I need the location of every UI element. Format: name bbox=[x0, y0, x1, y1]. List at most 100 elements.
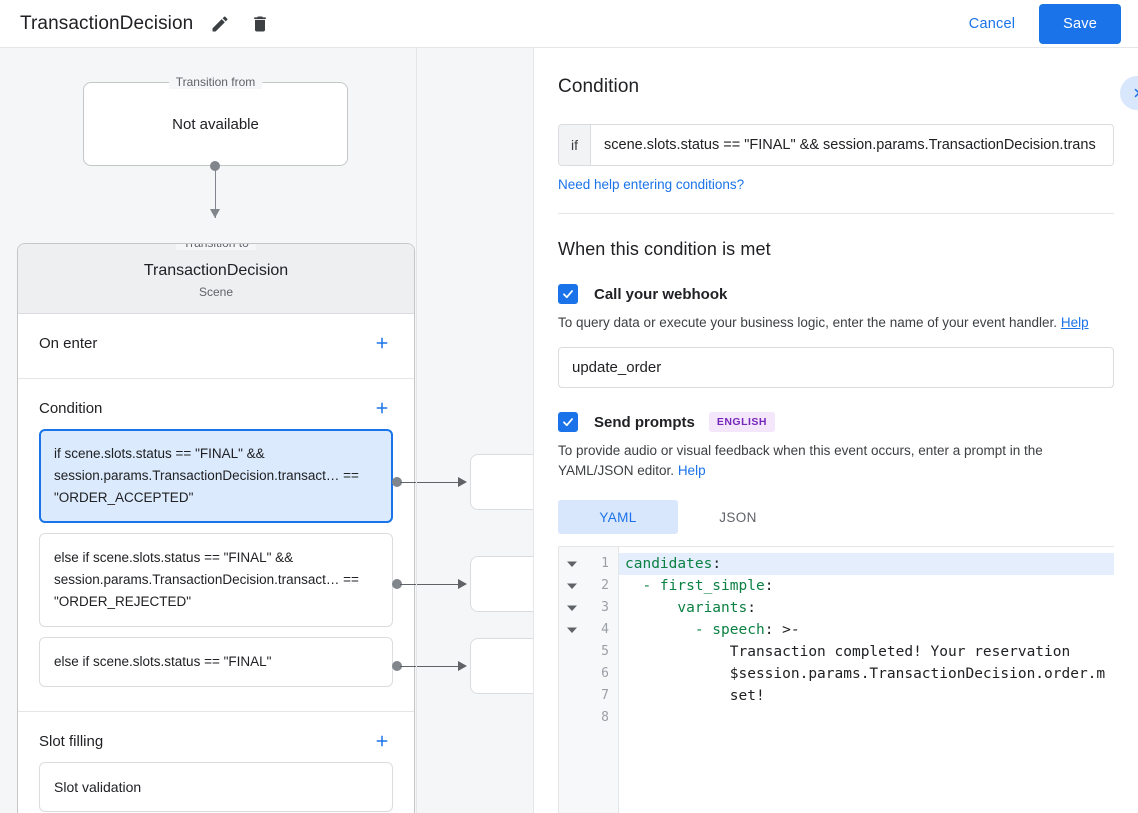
call-webhook-description: To query data or execute your business l… bbox=[558, 313, 1114, 333]
transition-from-box[interactable]: Transition from Not available bbox=[83, 75, 348, 166]
condition-help-link[interactable]: Need help entering conditions? bbox=[558, 177, 745, 192]
code-fold-column[interactable] bbox=[559, 547, 585, 813]
condition-input-row[interactable]: if bbox=[558, 124, 1114, 166]
slot-validation-item[interactable]: Slot validation bbox=[39, 762, 393, 812]
cancel-button[interactable]: Cancel bbox=[957, 8, 1027, 40]
pencil-icon[interactable] bbox=[207, 11, 233, 37]
code-token-key: - first_simple bbox=[625, 578, 765, 594]
code-line-number: 8 bbox=[601, 710, 609, 725]
send-prompts-label: Send prompts bbox=[594, 413, 695, 431]
code-token-text: Transaction completed! Your reservation bbox=[625, 644, 1071, 660]
code-fold-spacer bbox=[559, 707, 585, 729]
code-line[interactable]: - first_simple: bbox=[619, 575, 1114, 597]
code-token-key: variants bbox=[625, 600, 748, 616]
tab-yaml[interactable]: YAML bbox=[558, 500, 678, 534]
tab-json[interactable]: JSON bbox=[719, 509, 757, 525]
code-line-number: 3 bbox=[601, 600, 609, 615]
section-on-enter: On enter bbox=[18, 314, 414, 379]
when-condition-met-heading: When this condition is met bbox=[558, 239, 771, 259]
code-line[interactable] bbox=[619, 707, 1114, 729]
add-condition-button[interactable] bbox=[371, 397, 393, 419]
section-title-condition: Condition bbox=[39, 399, 103, 417]
code-line-number: 5 bbox=[601, 644, 609, 659]
transition-to-legend: Transition to bbox=[176, 244, 256, 250]
transition-from-legend: Transition from bbox=[168, 75, 263, 89]
canvas-column-divider bbox=[416, 48, 417, 813]
send-prompts-description-text: To provide audio or visual feedback when… bbox=[558, 443, 1043, 478]
scene-type: Scene bbox=[198, 285, 234, 299]
section-header: On enter bbox=[18, 314, 414, 364]
call-webhook-checkbox[interactable] bbox=[558, 284, 578, 304]
condition-item[interactable]: else if scene.slots.status == "FINAL" &&… bbox=[39, 533, 393, 627]
transition-from-value: Not available bbox=[172, 115, 259, 133]
condition-expression-input[interactable] bbox=[591, 125, 1113, 165]
call-webhook-description-text: To query data or execute your business l… bbox=[558, 315, 1058, 330]
condition-connector-dot bbox=[392, 661, 402, 671]
code-token-text: set! bbox=[625, 688, 765, 704]
code-token-text: $session.params.TransactionDecision.orde… bbox=[625, 666, 1106, 682]
condition-item[interactable]: if scene.slots.status == "FINAL" && sess… bbox=[39, 429, 393, 523]
target-node-box[interactable] bbox=[470, 638, 533, 694]
condition-connector-line bbox=[400, 583, 460, 585]
call-webhook-row[interactable]: Call your webhook bbox=[558, 284, 1114, 304]
chevron-right-icon[interactable] bbox=[1120, 76, 1138, 110]
save-button[interactable]: Save bbox=[1039, 3, 1121, 44]
condition-detail-panel: Condition if Need help entering conditio… bbox=[533, 48, 1138, 813]
code-line-number: 1 bbox=[601, 556, 609, 571]
prompts-help-link[interactable]: Help bbox=[677, 463, 706, 478]
section-header: Condition bbox=[18, 379, 414, 429]
webhook-help-link[interactable]: Help bbox=[1060, 315, 1089, 330]
send-prompts-description: To provide audio or visual feedback when… bbox=[558, 441, 1114, 481]
code-token-key: - speech bbox=[625, 622, 765, 638]
scene-name: TransactionDecision bbox=[143, 262, 289, 279]
code-fold-spacer bbox=[559, 641, 585, 663]
send-prompts-checkbox[interactable] bbox=[558, 412, 578, 432]
panel-heading: Condition bbox=[558, 76, 640, 97]
condition-connector-arrowhead bbox=[458, 661, 467, 671]
section-title-on-enter: On enter bbox=[39, 334, 98, 352]
condition-connector-line bbox=[400, 665, 460, 667]
condition-connector-dot bbox=[392, 477, 402, 487]
code-token-text: : bbox=[712, 556, 722, 572]
target-node-box[interactable] bbox=[470, 556, 533, 612]
code-fold-spacer bbox=[559, 663, 585, 685]
add-on-enter-button[interactable] bbox=[371, 332, 393, 354]
target-node-box[interactable] bbox=[470, 454, 533, 510]
section-header: Slot filling bbox=[18, 712, 414, 762]
code-line[interactable]: - speech: >- bbox=[619, 619, 1114, 641]
if-prefix-label: if bbox=[559, 125, 591, 165]
trash-icon[interactable] bbox=[247, 11, 273, 37]
code-fold-toggle[interactable] bbox=[559, 575, 585, 597]
code-fold-toggle[interactable] bbox=[559, 553, 585, 575]
transition-to-card[interactable]: Transition to TransactionDecision Scene … bbox=[17, 243, 415, 813]
code-line[interactable]: $session.params.TransactionDecision.orde… bbox=[619, 663, 1114, 685]
connector-line bbox=[214, 166, 216, 218]
code-token-text: : >- bbox=[764, 622, 800, 638]
code-content-area[interactable]: candidates: - first_simple: variants: - … bbox=[619, 547, 1114, 813]
code-line-number: 7 bbox=[601, 688, 609, 703]
add-slot-filling-button[interactable] bbox=[371, 730, 393, 752]
webhook-handler-input[interactable] bbox=[558, 347, 1114, 388]
code-token-key: candidates bbox=[625, 556, 713, 572]
condition-connector-line bbox=[400, 481, 460, 483]
condition-item[interactable]: else if scene.slots.status == "FINAL" bbox=[39, 637, 393, 687]
code-line[interactable]: Transaction completed! Your reservation bbox=[619, 641, 1114, 663]
top-app-bar: TransactionDecision Cancel Save bbox=[0, 0, 1138, 48]
section-slot-filling: Slot filling Slot validation bbox=[18, 712, 414, 813]
connector-arrowhead bbox=[209, 209, 220, 218]
code-line[interactable]: variants: bbox=[619, 597, 1114, 619]
code-token-text: : bbox=[747, 600, 756, 616]
condition-connector-dot bbox=[392, 579, 402, 589]
code-line[interactable]: set! bbox=[619, 685, 1114, 707]
code-line[interactable]: candidates: bbox=[619, 553, 1114, 575]
send-prompts-row[interactable]: Send prompts ENGLISH bbox=[558, 412, 1114, 432]
editor-format-tabs: YAML JSON bbox=[558, 500, 1114, 534]
code-line-number: 6 bbox=[601, 666, 609, 681]
code-line-number: 4 bbox=[601, 622, 609, 637]
scene-graph-canvas[interactable]: Transition from Not available Transition… bbox=[0, 48, 533, 813]
code-fold-toggle[interactable] bbox=[559, 597, 585, 619]
code-token-text: : bbox=[764, 578, 774, 594]
code-fold-toggle[interactable] bbox=[559, 619, 585, 641]
